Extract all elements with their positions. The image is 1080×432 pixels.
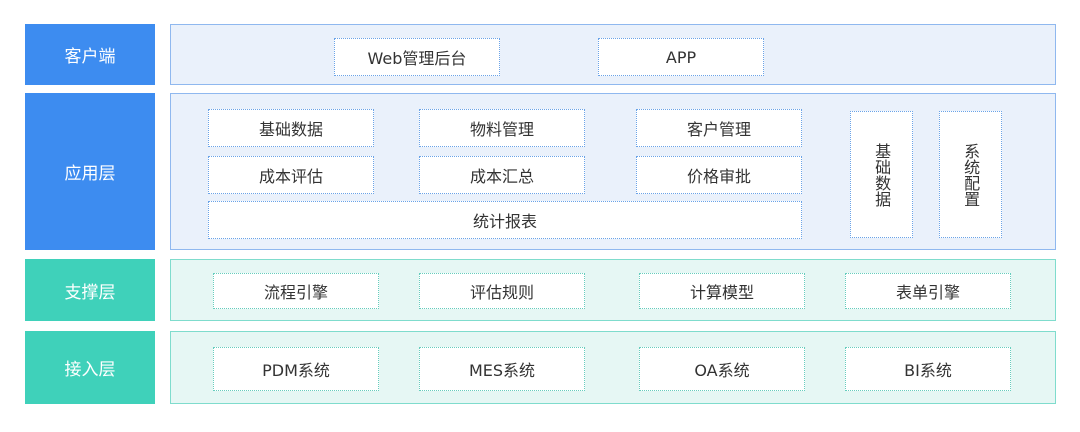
bi-system-box: BI系统 bbox=[845, 347, 1011, 391]
client-layer-panel: Web管理后台 APP bbox=[170, 24, 1056, 85]
workflow-engine-box: 流程引擎 bbox=[213, 273, 379, 309]
pdm-system-box: PDM系统 bbox=[213, 347, 379, 391]
app-side-basic-data-box: 基础数据 bbox=[850, 111, 913, 238]
app-price-approval-box: 价格审批 bbox=[636, 156, 802, 194]
application-layer-panel: 基础数据 物料管理 客户管理 成本评估 成本汇总 价格审批 统计报表 基础数据 … bbox=[170, 93, 1056, 250]
access-layer-panel: PDM系统 MES系统 OA系统 BI系统 bbox=[170, 331, 1056, 404]
access-layer-label: 接入层 bbox=[25, 331, 155, 404]
calc-model-box: 计算模型 bbox=[639, 273, 805, 309]
app-material-mgmt-box: 物料管理 bbox=[419, 109, 585, 147]
app-box: APP bbox=[598, 38, 764, 76]
support-layer-label: 支撑层 bbox=[25, 259, 155, 321]
oa-system-box: OA系统 bbox=[639, 347, 805, 391]
mes-system-box: MES系统 bbox=[419, 347, 585, 391]
application-layer-label: 应用层 bbox=[25, 93, 155, 250]
eval-rules-box: 评估规则 bbox=[419, 273, 585, 309]
app-basic-data-box: 基础数据 bbox=[208, 109, 374, 147]
client-layer-label: 客户端 bbox=[25, 24, 155, 85]
app-cost-summary-box: 成本汇总 bbox=[419, 156, 585, 194]
web-admin-box: Web管理后台 bbox=[334, 38, 500, 76]
app-cost-eval-box: 成本评估 bbox=[208, 156, 374, 194]
app-side-system-config-box: 系统配置 bbox=[939, 111, 1002, 238]
app-customer-mgmt-box: 客户管理 bbox=[636, 109, 802, 147]
app-stats-report-box: 统计报表 bbox=[208, 201, 802, 239]
form-engine-box: 表单引擎 bbox=[845, 273, 1011, 309]
support-layer-panel: 流程引擎 评估规则 计算模型 表单引擎 bbox=[170, 259, 1056, 321]
